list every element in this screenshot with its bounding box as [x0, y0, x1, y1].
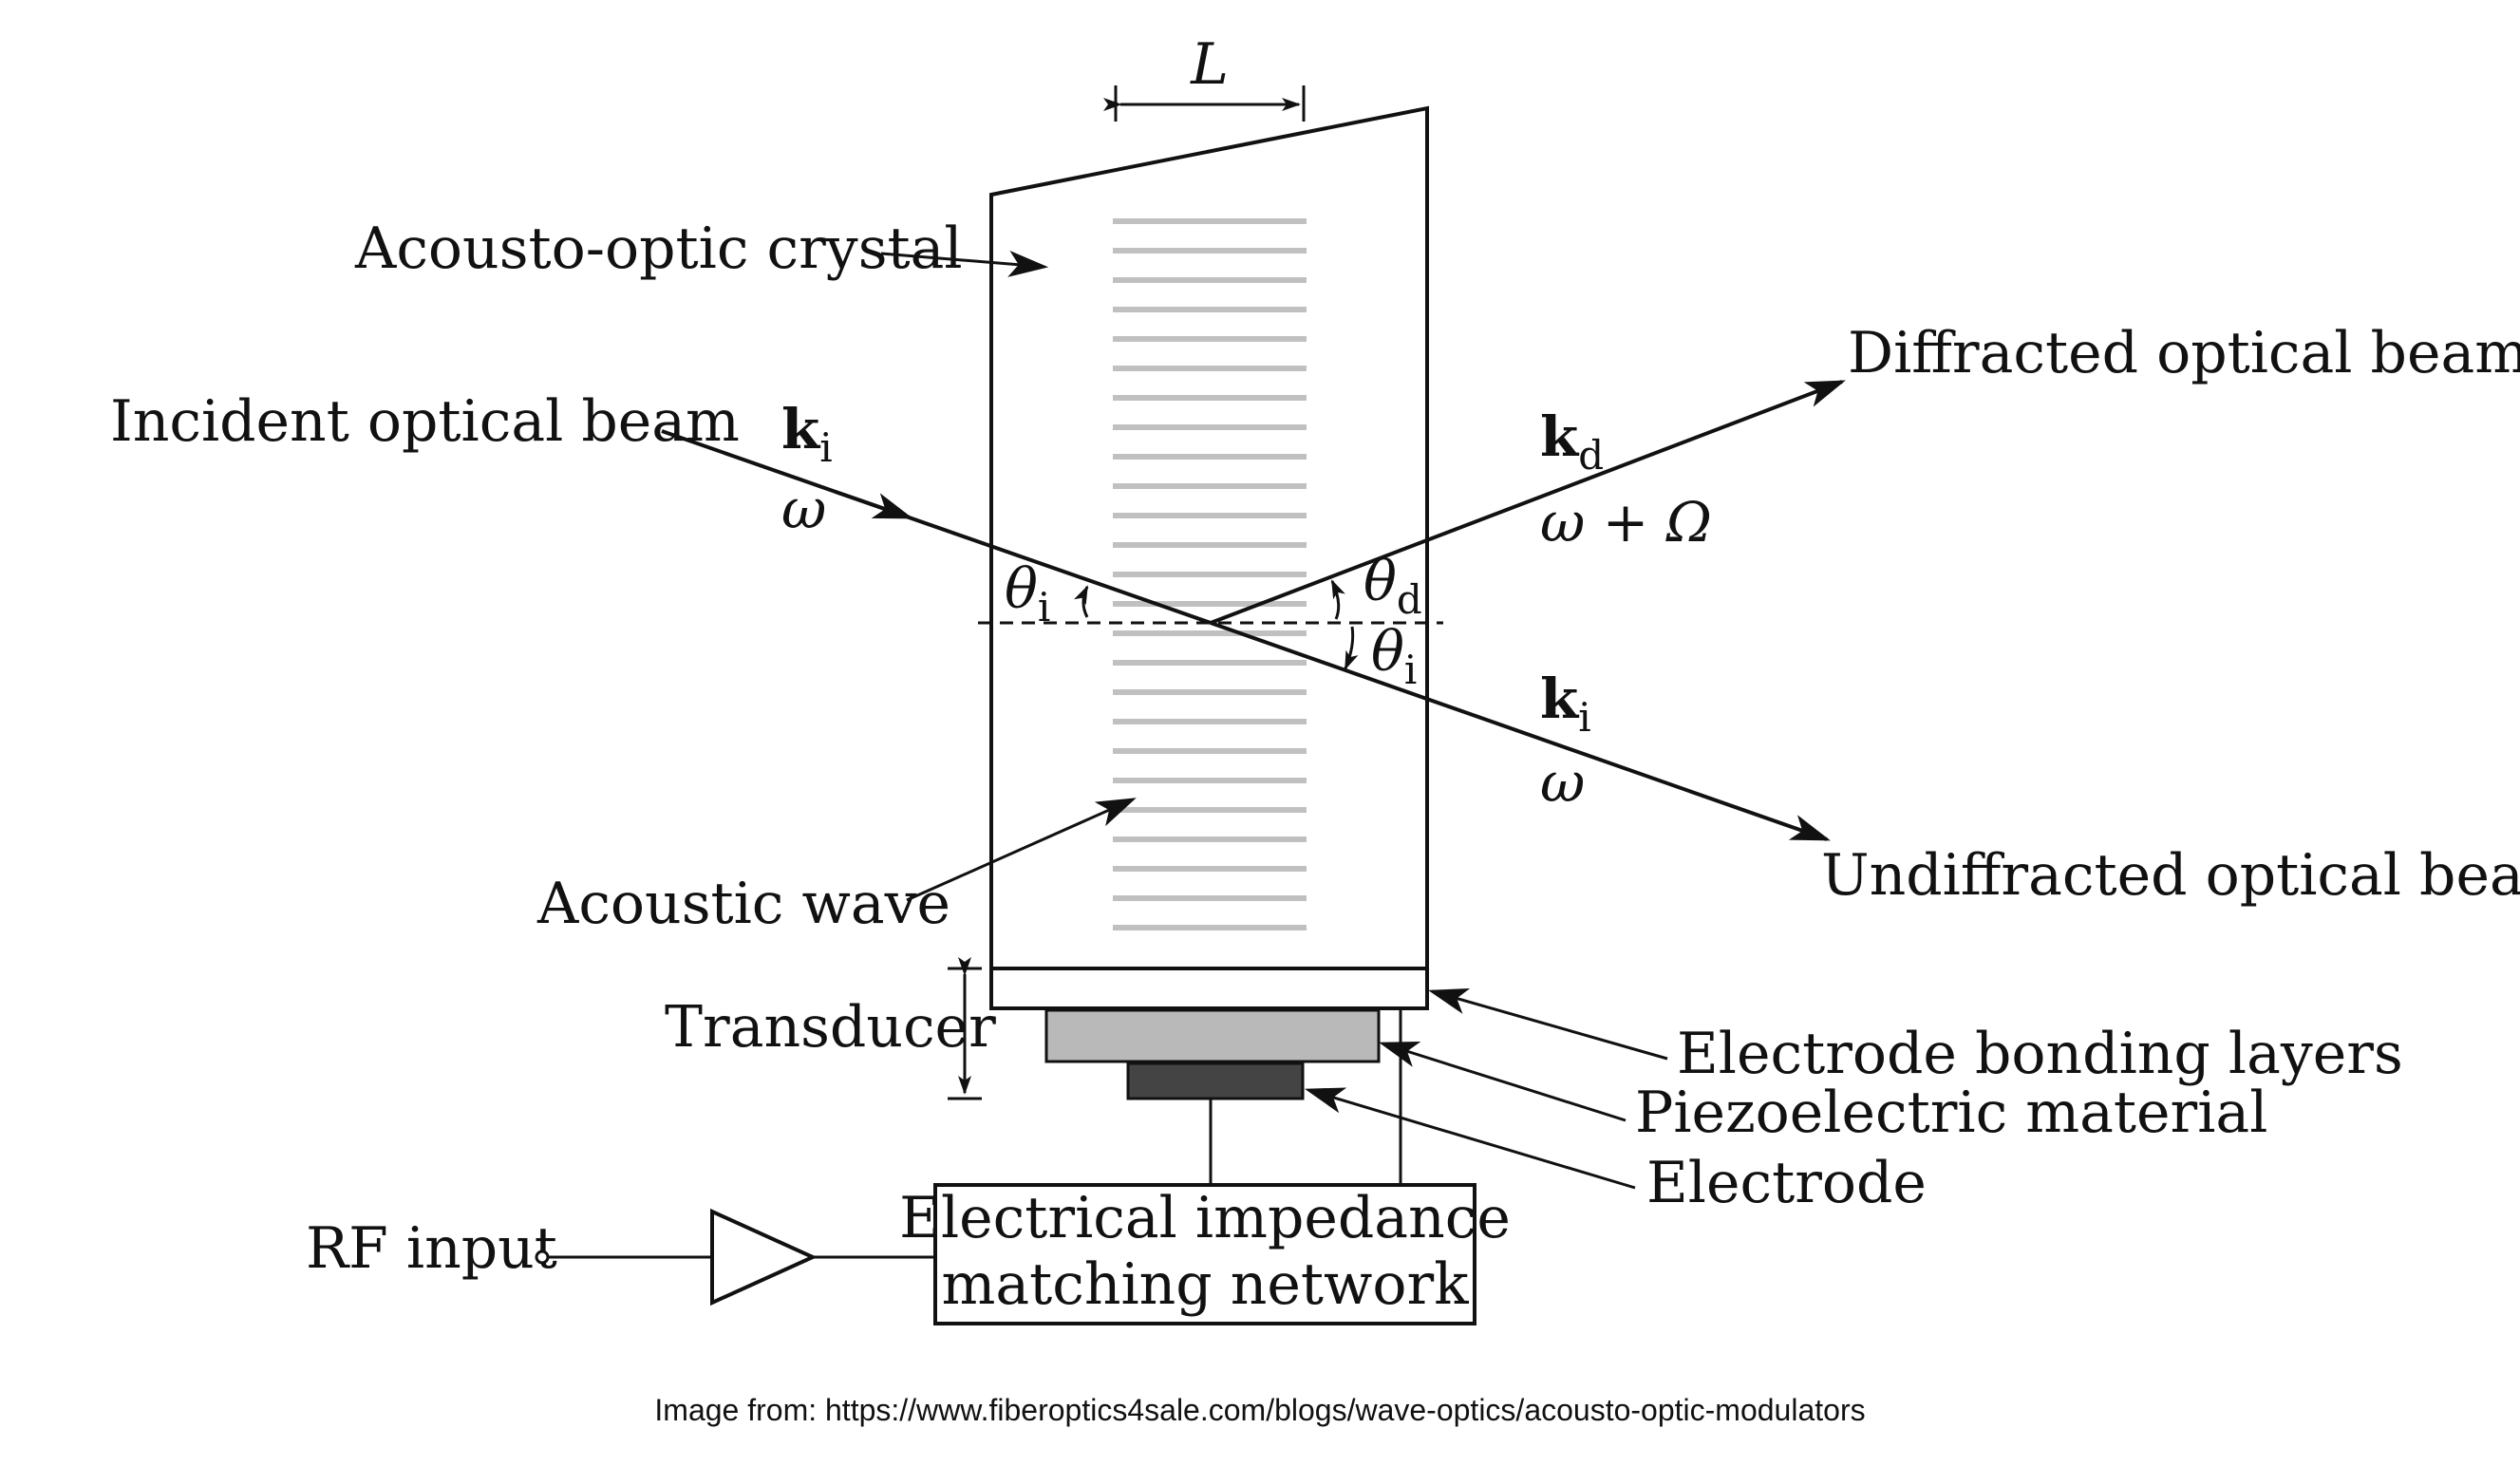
diffracted-beam [1210, 380, 1846, 625]
undiffracted-angle-arc [1344, 626, 1359, 670]
network-label-line1: Electrical impedance [899, 1185, 1511, 1251]
diffracted-angle-label: θd [1363, 549, 1422, 623]
electrode-bonding-pointer-arrow [1427, 987, 1668, 1061]
piezoelectric-pointer-arrow [1378, 1042, 1627, 1122]
electrode-bonding-label: Electrode bonding layers [1677, 1021, 2403, 1087]
rf-input-terminal [535, 1250, 550, 1265]
impedance-matching-network-box [933, 1183, 1476, 1325]
piezoelectric-label: Piezoelectric material [1635, 1080, 2267, 1146]
diffracted-angle-arc [1330, 579, 1345, 620]
undiffracted-beam [1210, 621, 1831, 841]
incident-beam-arrow [835, 490, 913, 519]
piezoelectric-material [1044, 1008, 1381, 1063]
incident-beam-label: Incident optical beam [110, 388, 740, 455]
undiffracted-wavevector-label: ki [1540, 667, 1591, 741]
acoustic-wavefronts [1113, 218, 1307, 930]
rf-input-label: RF input [306, 1215, 557, 1282]
incident-angle-arc [1074, 585, 1089, 618]
network-label-line2: matching network [941, 1251, 1469, 1318]
acoustic-wave-pointer-arrow [906, 798, 1137, 902]
incident-frequency-label: ω [781, 477, 826, 541]
diffracted-wavevector-label: kd [1540, 404, 1604, 479]
electrode-bonding-layer [989, 967, 1429, 1010]
transducer-dimension [948, 957, 982, 1100]
acoustic-wave-label: Acoustic wave [536, 871, 950, 937]
transducer-label: Transducer [665, 994, 996, 1061]
length-dimension: L [1103, 31, 1306, 122]
incident-angle-label: θi [1005, 556, 1050, 630]
amplifier-triangle [710, 1208, 818, 1306]
crystal-pointer-arrow [880, 250, 1049, 277]
undiffracted-beam-label: Undiffracted optical beam [1821, 842, 2520, 909]
diffracted-beam-label: Diffracted optical beam [1848, 320, 2520, 386]
crystal-label: Acousto-optic crystal [354, 216, 963, 282]
undiffracted-frequency-label: ω [1540, 750, 1585, 815]
image-credit: Image from: https://www.fiberoptics4sale… [654, 1393, 1865, 1427]
incident-wavevector-label: ki [781, 397, 833, 471]
incident-beam [661, 429, 1212, 625]
diffracted-frequency-label: ω + Ω [1540, 490, 1712, 554]
electrode-label: Electrode [1646, 1150, 1927, 1216]
electrode [1126, 1062, 1305, 1100]
undiffracted-angle-label: θi [1371, 619, 1417, 693]
electrode-pointer-arrow [1304, 1087, 1636, 1190]
length-label: L [1190, 31, 1229, 98]
